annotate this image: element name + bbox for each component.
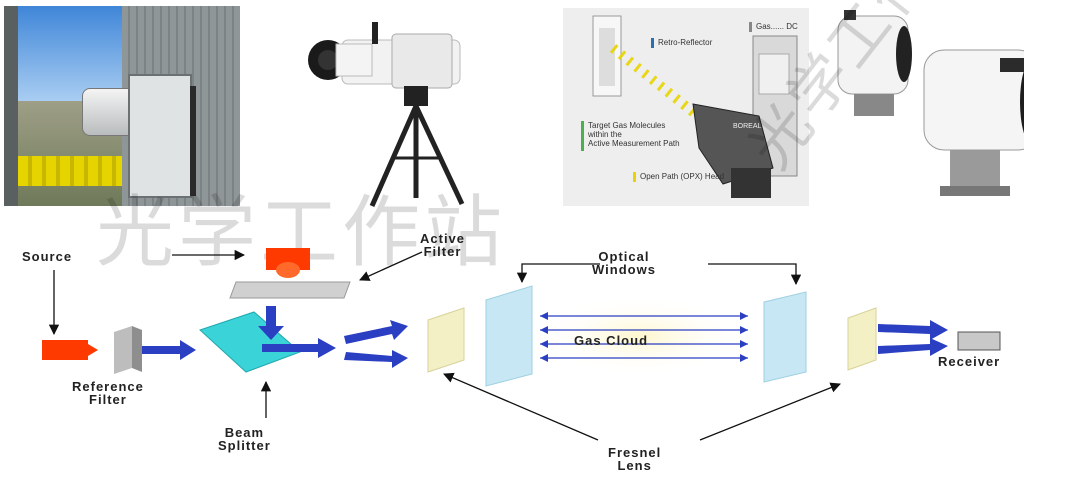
label-beam-splitter: Beam Splitter <box>218 426 271 452</box>
cable <box>190 86 196 196</box>
label-fresnel-lens-line1: Fresnel <box>608 445 662 460</box>
beam-arrows <box>142 306 948 368</box>
arrow-fresnel-lens-right <box>699 382 841 441</box>
open-path-illustration: BOREAL Retro-Reflector Gas...... DC Targ… <box>563 8 809 206</box>
label-beam-splitter-line1: Beam <box>224 425 265 440</box>
callout-target-gas: Target Gas Molecules within the Active M… <box>581 112 691 151</box>
callout-retro-reflector-text: Retro-Reflector <box>658 38 713 48</box>
arrow-fresnel-lens-left <box>443 372 599 441</box>
label-active-filter-line1: Active <box>420 231 466 246</box>
callout-gas-dc-text: Gas...... DC <box>756 22 798 32</box>
label-receiver: Receiver <box>938 354 1001 369</box>
shelter-post <box>4 6 18 206</box>
callout-retro-reflector: Retro-Reflector <box>651 38 712 48</box>
arrow-optical-window-right <box>708 263 802 286</box>
yellow-railing <box>4 156 124 186</box>
source-tip <box>88 344 98 356</box>
site-installation-photo <box>4 6 240 206</box>
label-reference-filter-line1: Reference <box>72 379 144 394</box>
callout-open-path-head: Open Path (OPX) Head <box>633 172 724 182</box>
gas-path-beams <box>540 315 748 359</box>
label-reference-filter-line2: Filter <box>89 392 127 407</box>
label-optical-windows-line2: Windows <box>592 262 656 277</box>
fresnel-lens-left <box>427 307 465 373</box>
label-source: Source <box>22 249 73 264</box>
active-filter-block <box>266 248 310 270</box>
label-reference-filter: Reference Filter <box>72 380 144 406</box>
reference-filter-side <box>132 326 142 372</box>
label-gas-cloud: Gas Cloud <box>574 333 649 348</box>
gas-path-arrowheads <box>540 312 748 362</box>
label-optical-windows: Optical Windows <box>592 250 656 276</box>
optical-window-right <box>763 291 807 383</box>
brand-text: BOREAL <box>733 123 762 130</box>
tripod-instrument-photo <box>302 18 482 214</box>
label-optical-windows-line1: Optical <box>598 249 650 264</box>
beam-splitter <box>199 311 301 373</box>
arrow-active-filter-pointer <box>359 251 423 281</box>
active-filter-lens <box>276 262 300 278</box>
arrow-optical-window-left <box>516 263 600 284</box>
label-active-filter: Active Filter <box>420 232 465 258</box>
active-filter-plate <box>229 281 351 299</box>
optical-window-left <box>485 285 533 387</box>
callout-open-path-head-text: Open Path (OPX) Head <box>640 172 725 182</box>
open-path-devices-photo <box>824 6 1024 206</box>
open-path-graphic: BOREAL <box>592 15 798 198</box>
callout-gas-dc: Gas...... DC <box>749 22 798 32</box>
callout-target-gas-text: Target Gas Molecules within the Active M… <box>588 121 680 148</box>
reference-filter-front <box>114 326 132 374</box>
source-block <box>42 340 88 360</box>
tripod-instrument-illustration <box>308 22 465 208</box>
label-fresnel-lens: Fresnel Lens <box>608 446 661 472</box>
fresnel-lens-right <box>847 307 877 371</box>
devices-illustration <box>837 10 1024 196</box>
label-beam-splitter-line2: Splitter <box>218 438 271 453</box>
receiver-block <box>957 331 1001 351</box>
label-active-filter-line2: Filter <box>423 244 462 259</box>
label-fresnel-lens-line2: Lens <box>617 458 652 473</box>
